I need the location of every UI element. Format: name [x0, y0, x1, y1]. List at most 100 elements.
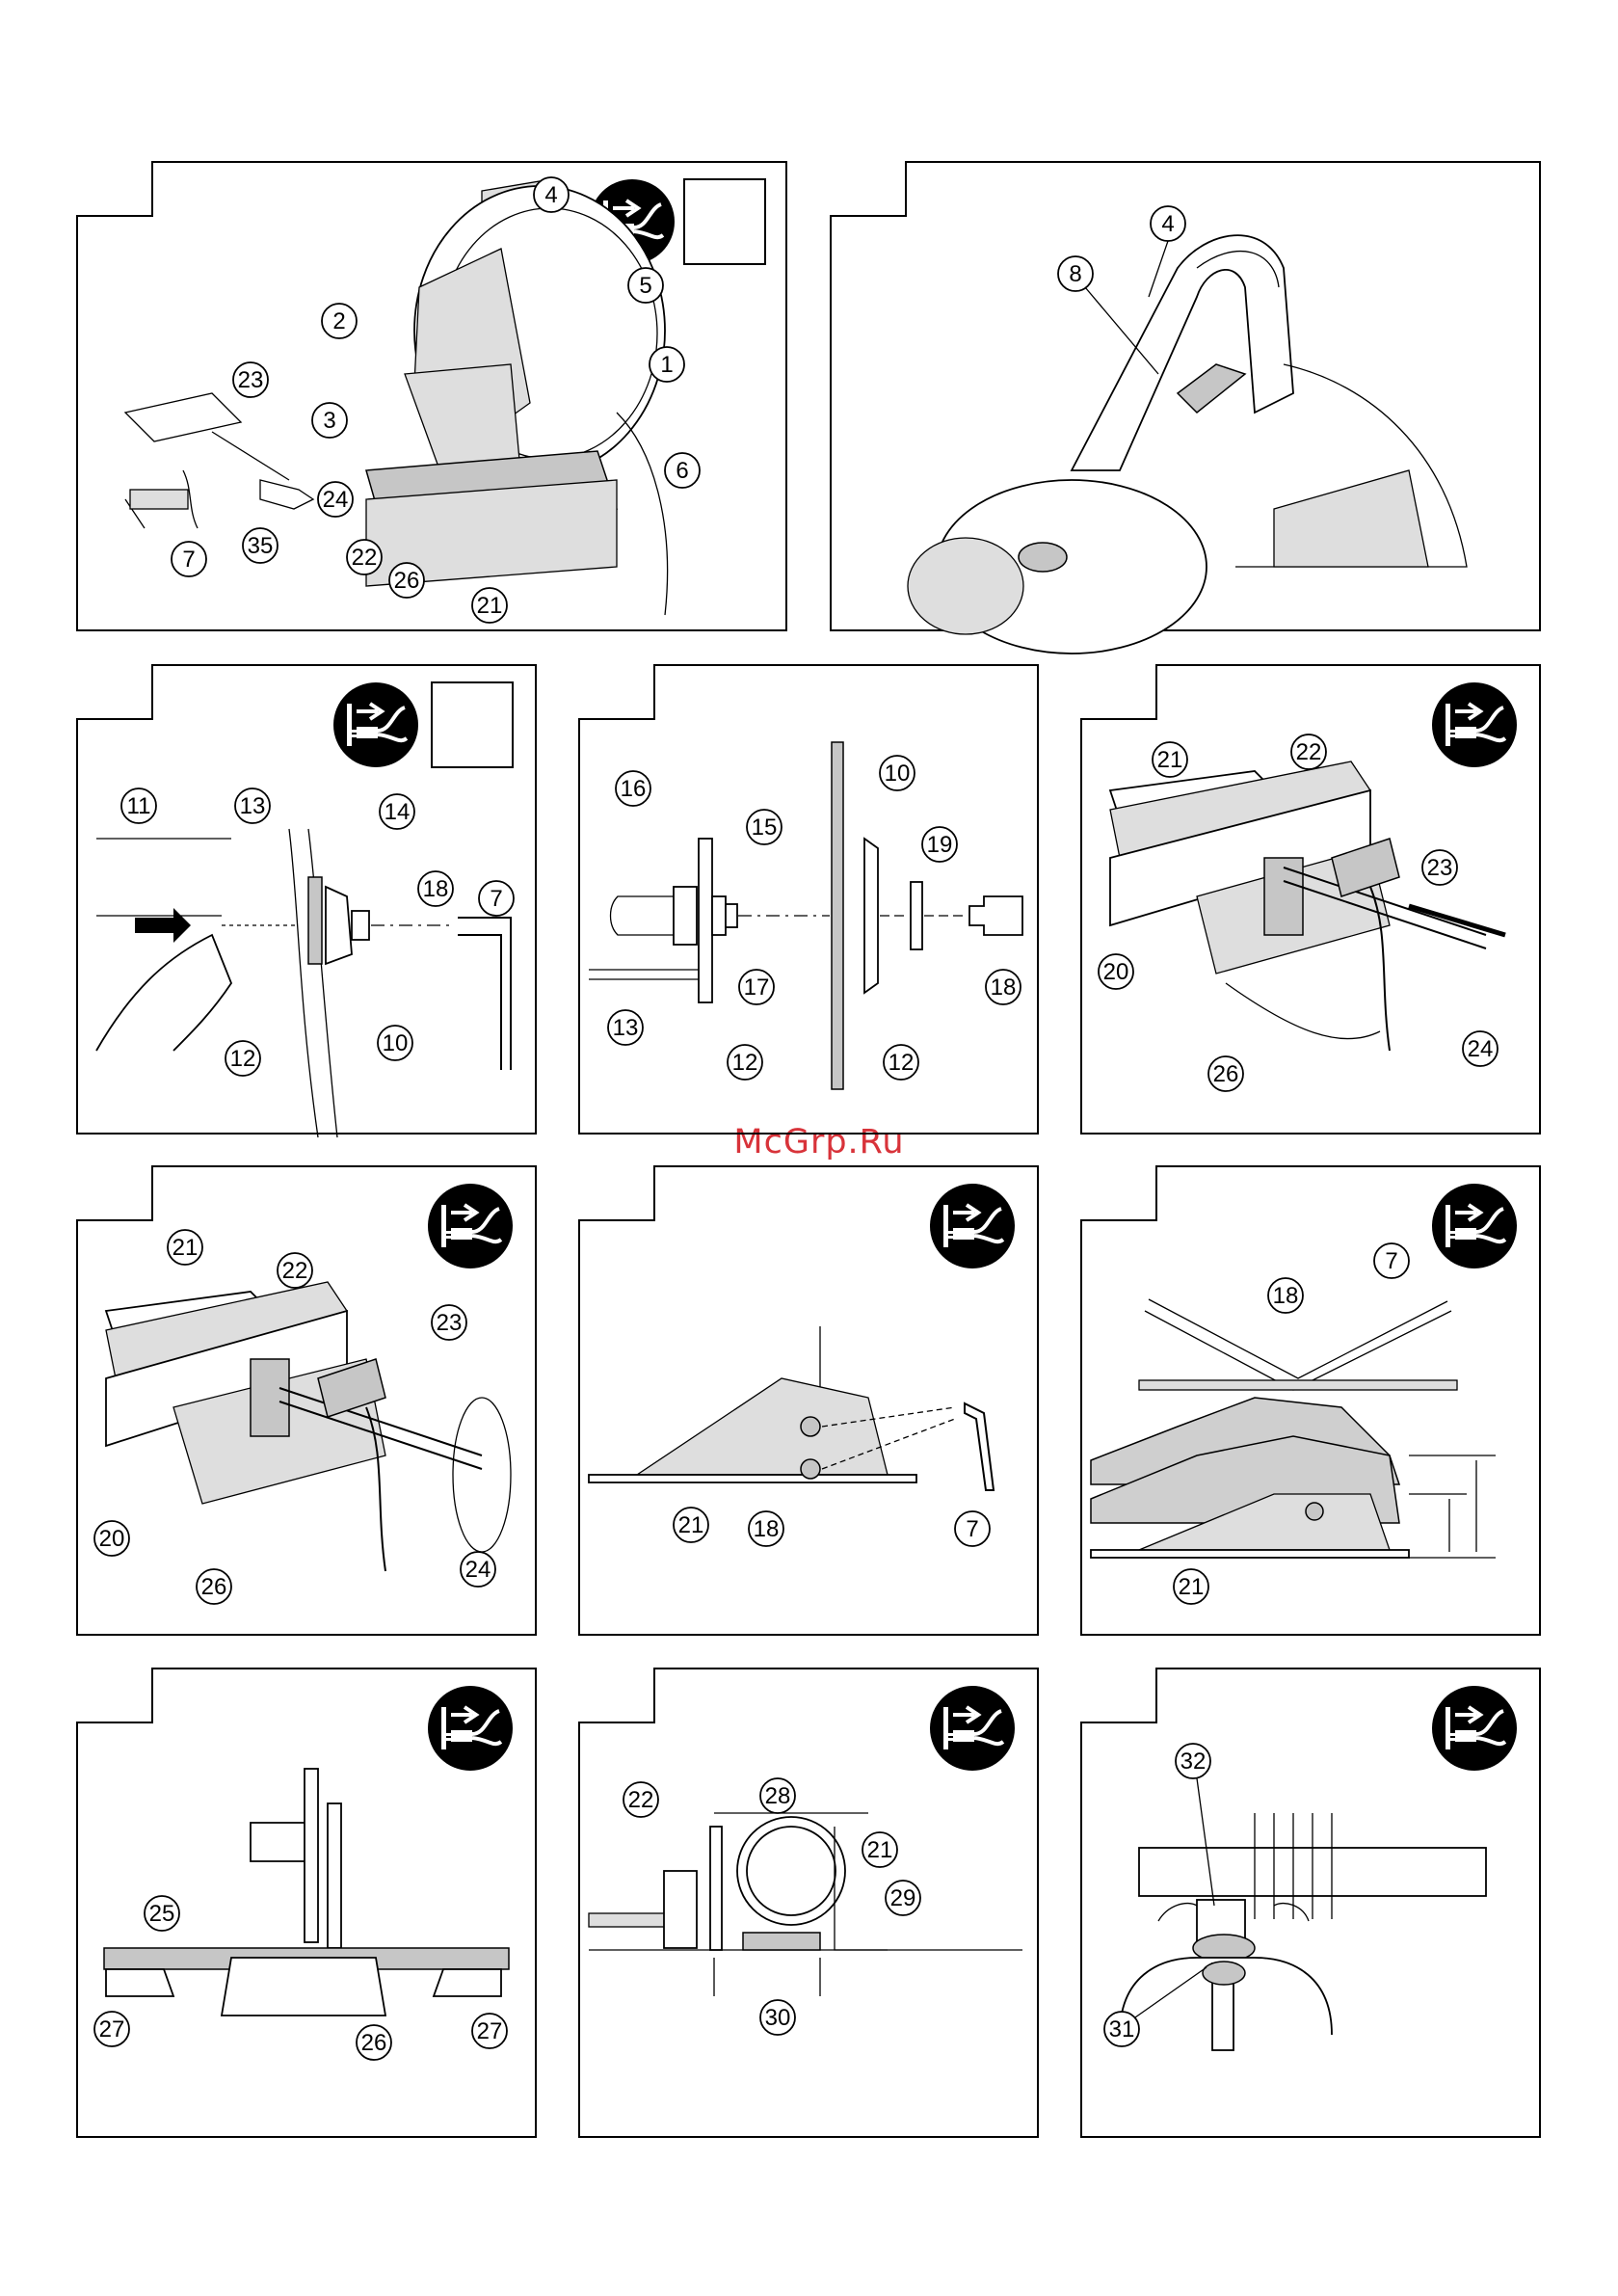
svg-text:7: 7: [1385, 1248, 1397, 1274]
svg-text:18: 18: [754, 1516, 780, 1542]
callout-21: 21: [168, 1230, 202, 1265]
callout-4: 4: [1151, 206, 1185, 241]
svg-text:26: 26: [361, 2030, 387, 2056]
svg-text:22: 22: [352, 545, 378, 571]
svg-text:21: 21: [477, 593, 503, 619]
svg-text:11: 11: [127, 793, 151, 819]
svg-text:16: 16: [621, 776, 647, 802]
svg-text:1: 1: [660, 352, 673, 378]
callout-21: 21: [1174, 1569, 1208, 1604]
callout-35: 35: [243, 528, 278, 563]
svg-text:21: 21: [867, 1837, 893, 1863]
panel-1-callouts: 4 5 1 2 3 23 24 22 26 21 6 7 35: [77, 162, 788, 632]
callout-7: 7: [172, 542, 206, 576]
panel-2-handle: 4 8: [831, 162, 1542, 632]
callout-31: 31: [1104, 2012, 1139, 2046]
panel-7-angle-adjust: 21 18 7: [579, 1166, 1040, 1637]
callout-18: 18: [418, 871, 453, 906]
svg-text:3: 3: [323, 408, 335, 434]
svg-text:6: 6: [676, 458, 688, 484]
callout-24: 24: [461, 1552, 495, 1587]
svg-text:27: 27: [99, 2016, 125, 2042]
callout-22: 22: [278, 1253, 312, 1288]
callout-3: 3: [312, 403, 347, 438]
svg-text:18: 18: [1273, 1283, 1299, 1309]
callout-22: 22: [623, 1782, 658, 1817]
svg-text:21: 21: [678, 1512, 704, 1538]
callout-26: 26: [389, 563, 424, 598]
svg-text:32: 32: [1180, 1749, 1207, 1775]
callout-24: 24: [1463, 1031, 1498, 1066]
callout-7: 7: [479, 881, 514, 916]
callout-7: 7: [1374, 1243, 1409, 1278]
svg-text:22: 22: [1296, 739, 1322, 765]
callout-15: 15: [747, 810, 782, 844]
svg-text:31: 31: [1109, 2016, 1135, 2042]
callout-12: 12: [225, 1041, 260, 1076]
callout-16: 16: [616, 771, 650, 806]
callout-24: 24: [318, 482, 353, 517]
svg-text:22: 22: [628, 1787, 654, 1813]
panel-3-callouts: 11 13 14 18 7 12 10: [77, 665, 538, 1135]
callout-12: 12: [728, 1045, 762, 1080]
callout-5: 5: [628, 268, 663, 303]
svg-text:7: 7: [182, 547, 195, 573]
callout-10: 10: [378, 1026, 412, 1060]
callout-11: 11: [121, 788, 156, 823]
panel-11-callouts: 32 31: [1081, 1669, 1542, 2139]
callout-22: 22: [347, 540, 382, 574]
svg-text:30: 30: [765, 2005, 791, 2031]
panel-11-stopper-bolt: 32 31: [1081, 1669, 1542, 2139]
panel-4-callouts: 16 15 10 19 17 18 13 12 12: [579, 665, 1040, 1135]
panel-6-vice-tighten: 21 22 23 20 26 24: [77, 1166, 538, 1637]
callout-10: 10: [880, 756, 915, 790]
callout-21: 21: [1153, 742, 1187, 777]
svg-text:29: 29: [890, 1885, 916, 1911]
callout-8: 8: [1058, 256, 1093, 291]
callout-1: 1: [650, 347, 684, 382]
panel-7-callouts: 21 18 7: [579, 1166, 1040, 1637]
svg-text:18: 18: [423, 876, 449, 902]
callout-28: 28: [760, 1778, 795, 1813]
callout-23: 23: [432, 1305, 466, 1340]
panel-3-wheel-removal: 11 13 14 18 7 12 10: [77, 665, 538, 1135]
callout-26: 26: [197, 1569, 231, 1604]
callout-18: 18: [986, 970, 1021, 1004]
svg-text:24: 24: [323, 487, 349, 513]
svg-text:15: 15: [752, 814, 778, 841]
svg-text:5: 5: [639, 273, 651, 299]
panel-9-callouts: 25 27 26 27: [77, 1669, 538, 2139]
panel-10-callouts: 22 28 21 29 30: [579, 1669, 1040, 2139]
callout-26: 26: [357, 2025, 391, 2060]
svg-text:23: 23: [437, 1310, 463, 1336]
svg-text:24: 24: [1468, 1036, 1494, 1062]
callout-7: 7: [955, 1511, 990, 1546]
svg-text:2: 2: [332, 308, 345, 334]
svg-text:24: 24: [465, 1557, 491, 1583]
callout-22: 22: [1291, 734, 1326, 769]
svg-text:7: 7: [490, 886, 502, 912]
callout-13: 13: [608, 1010, 643, 1045]
callout-4: 4: [534, 177, 569, 212]
panel-9-long-workpiece: 25 27 26 27: [77, 1669, 538, 2139]
callout-21: 21: [472, 588, 507, 623]
callout-29: 29: [886, 1881, 920, 1915]
svg-text:12: 12: [230, 1046, 256, 1072]
panel-8-callouts: 18 7 21: [1081, 1166, 1542, 1637]
svg-text:21: 21: [1179, 1574, 1205, 1600]
callout-25: 25: [145, 1896, 179, 1931]
svg-text:26: 26: [394, 568, 420, 594]
svg-text:26: 26: [1213, 1061, 1239, 1087]
callout-27: 27: [94, 2012, 129, 2046]
svg-text:17: 17: [744, 974, 770, 1001]
panel-5-vice: 21 22 23 20 26 24: [1081, 665, 1542, 1135]
svg-text:18: 18: [991, 974, 1017, 1001]
svg-text:8: 8: [1069, 261, 1081, 287]
callout-17: 17: [739, 970, 774, 1004]
svg-text:12: 12: [732, 1050, 758, 1076]
svg-text:20: 20: [99, 1526, 125, 1552]
callout-21: 21: [674, 1508, 708, 1542]
callout-6: 6: [665, 453, 700, 488]
svg-text:35: 35: [248, 533, 274, 559]
callout-20: 20: [1099, 954, 1133, 989]
